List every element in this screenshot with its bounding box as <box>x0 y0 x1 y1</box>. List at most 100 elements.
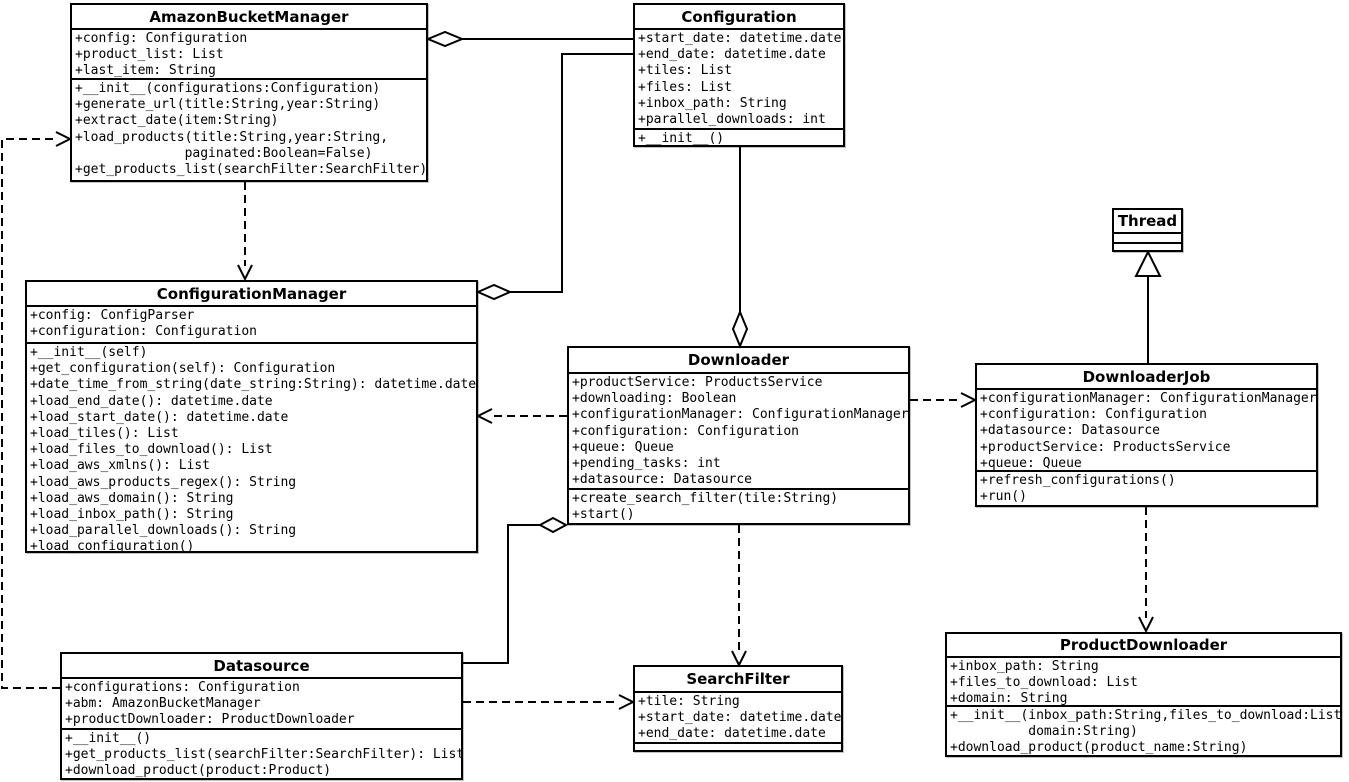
attribute-row: +domain: String <box>950 691 1068 707</box>
method-row: +__init__(configurations:Configuration) <box>75 81 381 96</box>
class-attributes-compartment: +config: Configuration+product_list: Lis… <box>72 30 426 80</box>
attribute-row: +configuration: Configuration <box>30 324 257 340</box>
attribute-row: +tiles: List <box>638 63 732 79</box>
attribute-row: +configuration: Configuration <box>980 407 1207 423</box>
class-methods-compartment: +create_search_filter(tile:String)+start… <box>569 490 908 523</box>
attribute-row: +downloading: Boolean <box>572 391 737 407</box>
class-DownloaderJob: DownloaderJob+configurationManager: Conf… <box>975 363 1318 507</box>
attribute-row: +parallel_downloads: int <box>638 112 826 128</box>
configurationmanager-aggregates-configuration-diamond-hollow-marker <box>475 283 513 301</box>
method-row: +__init__() <box>65 731 152 746</box>
class-title: ProductDownloader <box>947 634 1340 658</box>
attribute-row: +inbox_path: String <box>638 95 787 111</box>
method-row: +generate_url(title:String,year:String) <box>75 97 381 113</box>
class-ConfigurationManager: ConfigurationManager+config: ConfigParse… <box>25 280 478 554</box>
class-ProductDownloader: ProductDownloader+inbox_path: String+fil… <box>945 632 1342 757</box>
attribute-row: +files: List <box>638 79 732 95</box>
downloader-depends-on-downloaderjob-arrow-open-marker <box>960 392 978 408</box>
downloader-aggregates-datasource-diamond-hollow-marker <box>537 516 569 534</box>
datasource-depends-on-amazonbucketmanager-arrow-open-marker <box>55 131 73 147</box>
method-row: +__init__(inbox_path:String,files_to_dow… <box>950 708 1342 723</box>
class-AmazonBucketManager: AmazonBucketManager+config: Configuratio… <box>70 3 428 182</box>
configurationmanager-aggregates-configuration-line <box>510 53 633 293</box>
method-row: domain:String) <box>950 724 1138 740</box>
class-title: DownloaderJob <box>977 365 1316 390</box>
method-row: +download_product(product_name:String) <box>950 740 1248 756</box>
class-attributes-compartment: +productService: ProductsService+downloa… <box>569 374 909 490</box>
class-title: Datasource <box>62 654 461 679</box>
attribute-row: +abm: AmazonBucketManager <box>65 696 261 712</box>
method-row: +get_products_list(searchFilter:SearchFi… <box>75 162 428 178</box>
method-row: +date_time_from_string(date_string:Strin… <box>30 377 477 393</box>
attribute-row: +start_date: datetime.date <box>638 710 842 726</box>
class-attributes-compartment <box>1114 234 1181 244</box>
amazonbucketmanager-aggregates-configuration-diamond-hollow-marker <box>425 30 465 48</box>
method-row: +create_search_filter(tile:String) <box>572 491 839 506</box>
class-title: SearchFilter <box>635 667 841 693</box>
class-methods-compartment: +__init__(configurations:Configuration)+… <box>72 80 428 180</box>
attribute-row: +start_date: datetime.date <box>638 31 842 46</box>
amazonbucketmanager-depends-on-configurationmanager-arrow-open-marker <box>237 264 253 282</box>
attribute-row: +queue: Queue <box>980 455 1082 471</box>
class-attributes-compartment: +tile: String+start_date: datetime.date+… <box>635 693 842 744</box>
attribute-row: +inbox_path: String <box>950 659 1099 674</box>
method-row: +load_aws_xmlns(): List <box>30 458 211 474</box>
class-title: Configuration <box>635 5 843 30</box>
method-row: +load_aws_domain(): String <box>30 490 234 506</box>
class-methods-compartment <box>635 744 841 750</box>
method-row: +get_configuration(self): Configuration <box>30 361 336 377</box>
method-row: +start() <box>572 507 635 523</box>
attribute-row: +tile: String <box>638 694 740 709</box>
downloader-depends-on-searchfilter-arrow-open-marker <box>731 650 747 668</box>
class-Datasource: Datasource+configurations: Configuration… <box>60 652 465 780</box>
method-row: paginated:Boolean=False) <box>75 145 373 161</box>
class-SearchFilter: SearchFilter+tile: String+start_date: da… <box>633 665 843 752</box>
attribute-row: +configurationManager: ConfigurationMana… <box>980 391 1317 406</box>
class-Thread: Thread <box>1112 208 1183 252</box>
downloaderjob-depends-on-productdownloader-arrow-open-marker <box>1138 616 1154 634</box>
attribute-row: +productService: ProductsService <box>980 439 1231 455</box>
method-row: +load_files_to_download(): List <box>30 442 273 458</box>
method-row: +get_products_list(searchFilter:SearchFi… <box>65 747 465 763</box>
class-attributes-compartment: +start_date: datetime.date+end_date: dat… <box>635 30 843 130</box>
datasource-depends-on-searchfilter-arrow-open-marker <box>618 694 636 710</box>
attribute-row: +datasource: Datasource <box>572 472 753 488</box>
class-title: Thread <box>1114 210 1181 234</box>
attribute-row: +product_list: List <box>75 47 224 63</box>
attribute-row: +files_to_download: List <box>950 675 1138 691</box>
method-row: +run() <box>980 489 1027 505</box>
class-attributes-compartment: +configurations: Configuration+abm: Amaz… <box>62 679 461 730</box>
class-attributes-compartment: +config: ConfigParser+configuration: Con… <box>27 307 476 344</box>
attribute-row: +configuration: Configuration <box>572 423 799 439</box>
class-methods-compartment: +__init__()+get_products_list(searchFilt… <box>62 730 465 779</box>
attribute-row: +productService: ProductsService <box>572 375 823 390</box>
downloaderjob-inherits-thread-triangle-hollow-marker <box>1134 249 1162 277</box>
method-row: +load_products(title:String,year:String, <box>75 129 389 145</box>
method-row: +load_inbox_path(): String <box>30 507 234 523</box>
method-row: +download_product(product:Product) <box>65 763 332 779</box>
attribute-row: +config: Configuration <box>75 31 248 46</box>
class-title: ConfigurationManager <box>27 282 476 307</box>
method-row: +load_end_date(): datetime.date <box>30 393 273 409</box>
class-title: Downloader <box>569 348 908 374</box>
downloader-aggregates-configuration-diamond-hollow-marker <box>731 309 749 349</box>
method-row: +load_parallel_downloads(): String <box>30 523 297 539</box>
class-methods-compartment: +refresh_configurations()+run() <box>977 472 1316 505</box>
attribute-row: +configurationManager: ConfigurationMana… <box>572 407 909 423</box>
method-row: +__init__() <box>638 131 725 146</box>
method-row: +refresh_configurations() <box>980 473 1176 488</box>
method-row: +load_aws_products_regex(): String <box>30 474 297 490</box>
method-row: +load_tiles(): List <box>30 426 179 442</box>
method-row: +__init__(self) <box>30 345 148 360</box>
class-attributes-compartment: +inbox_path: String+files_to_download: L… <box>947 658 1340 707</box>
class-Downloader: Downloader+productService: ProductsServi… <box>567 346 910 525</box>
attribute-row: +productDownloader: ProductDownloader <box>65 712 355 728</box>
attribute-row: +datasource: Datasource <box>980 423 1161 439</box>
class-methods-compartment: +__init__(self)+get_configuration(self):… <box>27 344 477 554</box>
attribute-row: +end_date: datetime.date <box>638 726 826 742</box>
attribute-row: +end_date: datetime.date <box>638 47 826 63</box>
class-attributes-compartment: +configurationManager: ConfigurationMana… <box>977 390 1317 472</box>
class-Configuration: Configuration+start_date: datetime.date+… <box>633 3 845 147</box>
attribute-row: +configurations: Configuration <box>65 680 300 695</box>
